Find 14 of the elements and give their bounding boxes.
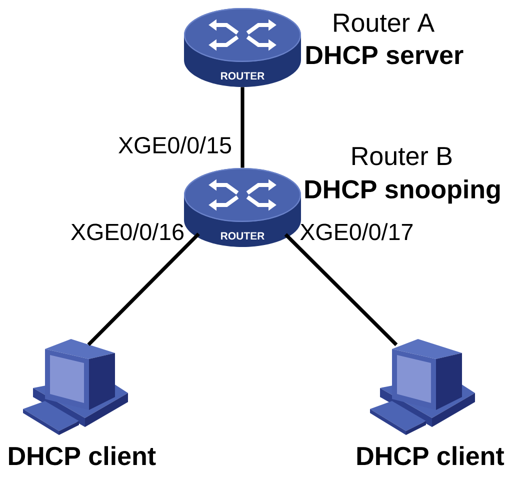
connection-line	[284, 233, 398, 346]
icon-label: ROUTER	[221, 232, 264, 240]
port-label: XGE0/0/15	[118, 136, 232, 154]
device-label: Router B	[352, 147, 452, 166]
device-label: DHCP server	[306, 46, 464, 64]
icon-label: ROUTER	[221, 72, 264, 80]
port-label: XGE0/0/16	[71, 223, 184, 240]
device-label: DHCP client	[9, 446, 156, 466]
device-label: DHCP client	[357, 446, 504, 466]
connection-line	[87, 232, 200, 346]
connection-line	[240, 87, 244, 168]
device-label: Router A	[334, 14, 435, 32]
port-label: XGE0/0/17	[300, 223, 413, 240]
device-label: DHCP snooping	[305, 179, 500, 204]
